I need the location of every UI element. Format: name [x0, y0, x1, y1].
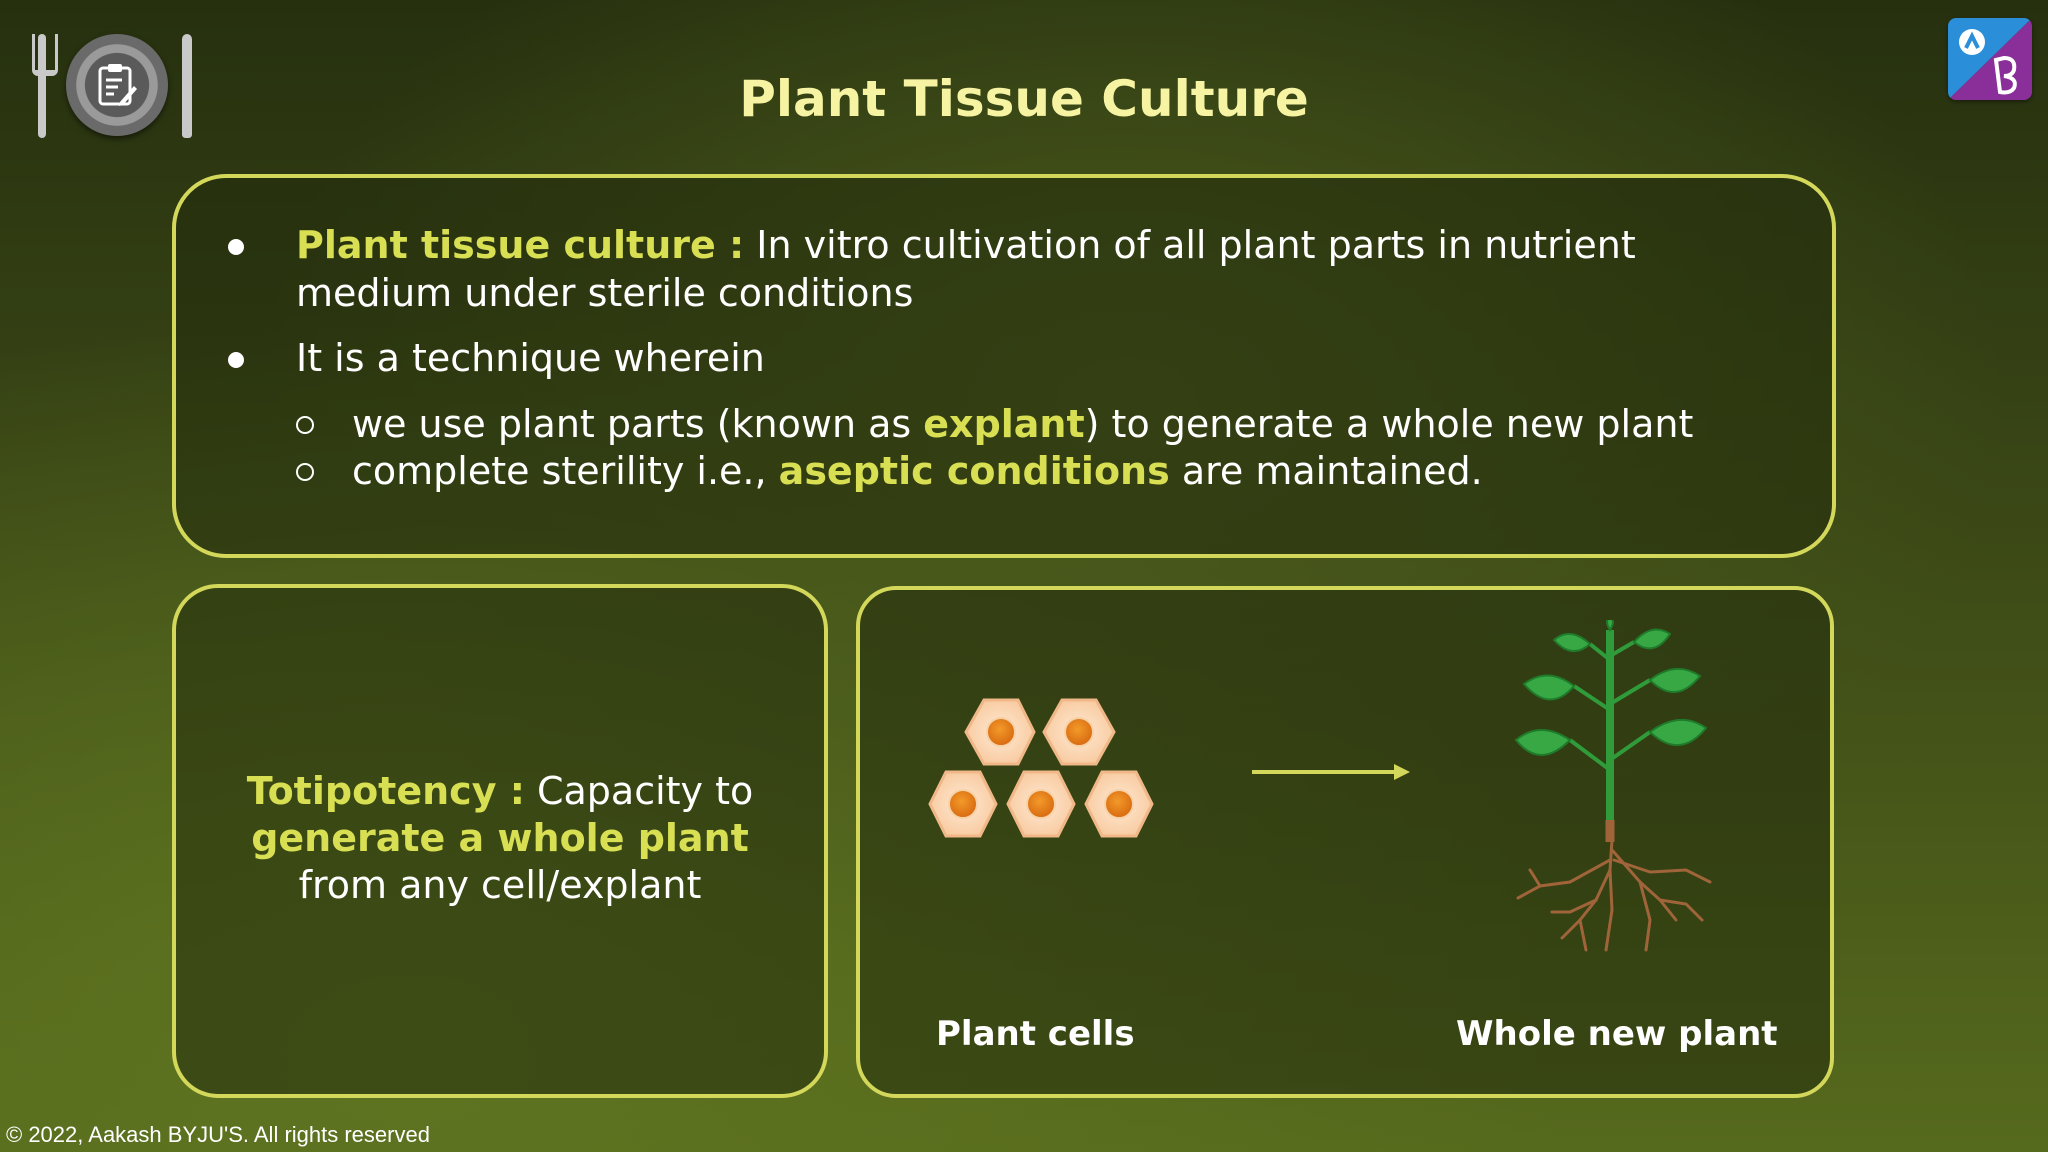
plant-cells-illustration [928, 698, 1154, 838]
totipotency-text: Totipotency : Capacity to generate a who… [172, 768, 828, 909]
sub-bullet-circle [296, 416, 314, 434]
bullet-line-1: Plant tissue culture : In vitro cultivat… [296, 222, 1636, 268]
sub-bullet-1: we use plant parts (known as explant) to… [352, 401, 1693, 447]
sub1-after: ) to generate a whole new plant [1084, 402, 1694, 446]
sub2-after: are maintained. [1169, 449, 1483, 493]
arrow-right-icon [1252, 764, 1410, 780]
sub-bullet-circle [296, 463, 314, 481]
definition-text: In vitro cultivation of all plant parts … [744, 223, 1636, 267]
clipboard-icon [98, 64, 137, 106]
term-totipotency: Totipotency : [246, 769, 525, 813]
slide-title: Plant Tissue Culture [739, 70, 1309, 128]
sub2-before: complete sterility i.e., [352, 449, 779, 493]
fork-icon [32, 34, 58, 138]
plate-clipboard-icon [30, 30, 200, 142]
totipotency-highlight: generate a whole plant [251, 816, 749, 860]
totipotency-text2: from any cell/explant [298, 863, 702, 907]
byjus-logo-icon [1948, 18, 2032, 100]
totipotency-text1: Capacity to [524, 769, 754, 813]
sub1-before: we use plant parts (known as [352, 402, 924, 446]
totipotency-line-1: Totipotency : Capacity to [172, 768, 828, 815]
plate-icon [66, 34, 168, 136]
bullet-dot [228, 239, 244, 255]
term-explant: explant [923, 402, 1085, 446]
term-aseptic-conditions: aseptic conditions [778, 449, 1170, 493]
bullet-line-2: It is a technique wherein [296, 336, 765, 380]
knife-icon [182, 34, 192, 138]
totipotency-panel [172, 584, 828, 1098]
caption-plant-cells: Plant cells [936, 1014, 1135, 1054]
copyright-footer: © 2022, Aakash BYJU'S. All rights reserv… [6, 1122, 430, 1147]
bullet-dot [228, 352, 244, 368]
whole-plant-illustration [1514, 620, 1712, 952]
definition-panel [172, 174, 1836, 558]
caption-whole-new-plant: Whole new plant [1456, 1014, 1778, 1054]
sub-bullet-2: complete sterility i.e., aseptic conditi… [352, 448, 1483, 494]
term-plant-tissue-culture: Plant tissue culture : [296, 223, 745, 267]
bullet-line-1-cont: medium under sterile conditions [296, 271, 914, 315]
